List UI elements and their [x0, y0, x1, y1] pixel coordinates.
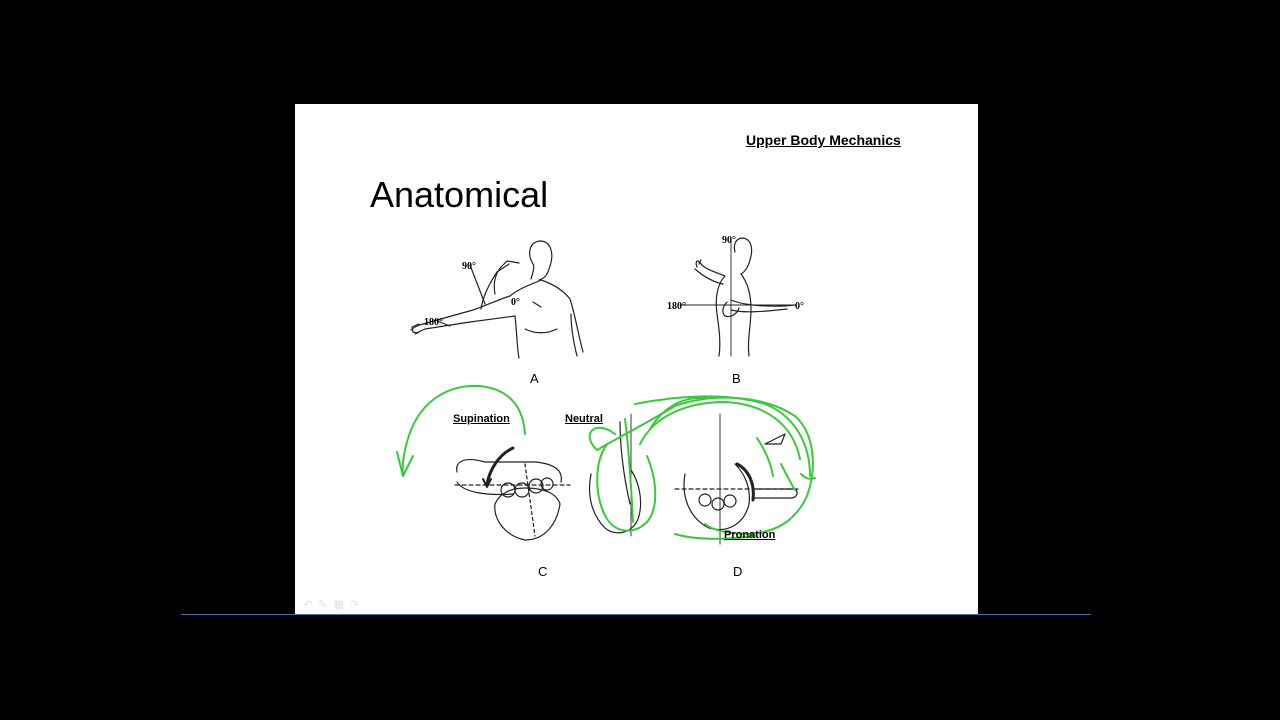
slide: Upper Body Mechanics Anatomical — [295, 104, 978, 615]
green-annotations — [396, 384, 816, 540]
figure-d-label: D — [733, 564, 743, 579]
figure-c-label: C — [538, 564, 548, 579]
back-arrow-icon[interactable]: ↶ — [303, 599, 313, 611]
figure-a-label: A — [530, 371, 539, 386]
figure-a-angle-180: 180° — [424, 317, 443, 328]
slideshow-toolbar: ↶ ✎ ▦ ↷ — [303, 598, 359, 611]
figure-b-label: B — [732, 371, 741, 386]
video-progress-line — [181, 614, 1091, 615]
figure-a-angle-0: 0° — [511, 297, 520, 308]
slides-icon[interactable]: ▦ — [333, 599, 344, 611]
figure-a-drawing — [410, 240, 584, 359]
figure-b-angle-180: 180° — [667, 301, 686, 312]
figure-b-angle-90: 90° — [722, 235, 736, 246]
neutral-label: Neutral — [565, 413, 603, 425]
figure-c-drawing — [454, 446, 571, 541]
slide-header: Upper Body Mechanics — [746, 132, 901, 148]
supination-label: Supination — [453, 413, 510, 425]
figure-a-angle-90: 90° — [462, 261, 476, 272]
figure-d-drawing — [588, 413, 801, 545]
pen-icon[interactable]: ✎ — [318, 599, 328, 611]
forward-arrow-icon[interactable]: ↷ — [349, 599, 360, 611]
figure-b-drawing — [679, 237, 796, 357]
pronation-label: Pronation — [724, 529, 776, 541]
slide-title: Anatomical — [370, 174, 549, 215]
figure-b-angle-0: 0° — [795, 301, 804, 312]
diagram-drawings — [396, 237, 816, 545]
